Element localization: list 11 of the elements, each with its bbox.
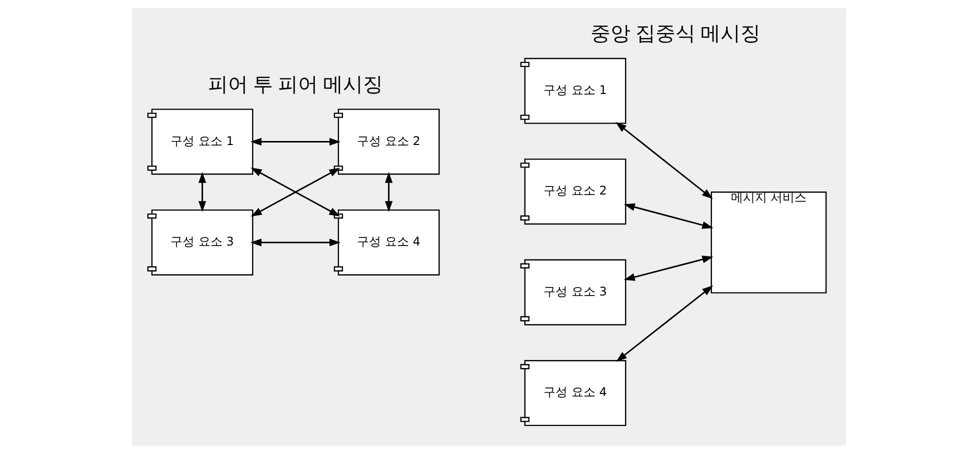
node-box: 메시지 서비스 <box>710 192 826 294</box>
arrow <box>623 203 713 229</box>
arrow <box>623 256 713 281</box>
arrow <box>384 172 392 212</box>
arrow <box>250 238 340 246</box>
label: 피어 투 피어 메시징 <box>208 74 383 96</box>
arrow <box>250 138 340 146</box>
arrow <box>198 172 206 212</box>
label: 중앙 집중식 메시징 <box>590 23 760 46</box>
arrow <box>615 122 712 200</box>
arrow <box>616 285 713 362</box>
